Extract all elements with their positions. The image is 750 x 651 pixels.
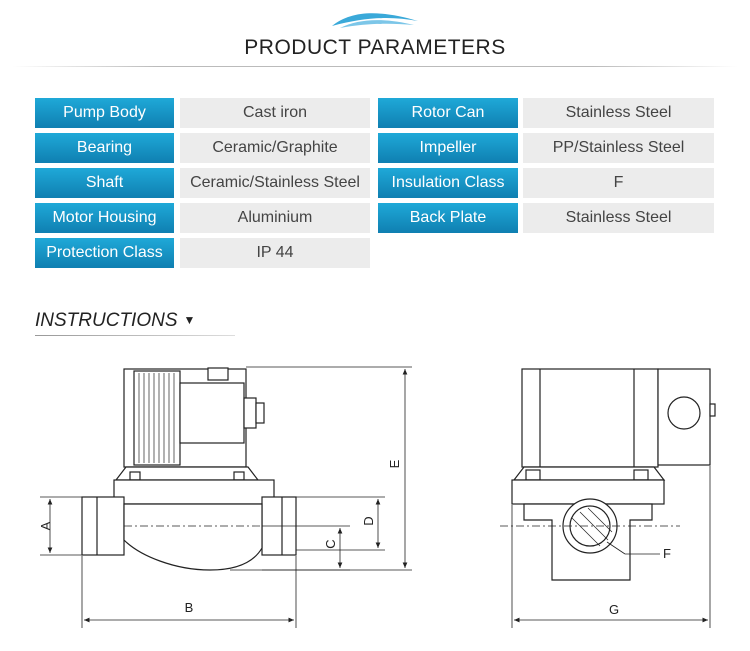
page-title: PRODUCT PARAMETERS (244, 36, 506, 59)
dimension-lines (40, 366, 412, 628)
param-value: F (523, 168, 714, 198)
pump-side-view (81, 367, 297, 571)
param-label: Bearing (35, 133, 174, 163)
dimension-f-label: F (663, 546, 671, 561)
pump-front-view (500, 368, 716, 581)
dimension-lines-front (511, 466, 711, 628)
dimension-g-label: G (609, 602, 619, 617)
param-value: Stainless Steel (523, 203, 714, 233)
dimension-a-label: A (38, 521, 53, 530)
dimension-d-label: D (361, 516, 376, 525)
param-label: Rotor Can (378, 98, 518, 128)
param-value: Cast iron (180, 98, 370, 128)
instructions-divider (35, 335, 235, 336)
instructions-heading-text: INSTRUCTIONS (35, 310, 178, 331)
param-value: Stainless Steel (523, 98, 714, 128)
triangle-down-icon: ▼ (183, 313, 196, 327)
dimension-e-label: E (387, 459, 402, 468)
param-label: Back Plate (378, 203, 518, 233)
param-value: IP 44 (180, 238, 370, 268)
instructions-heading: INSTRUCTIONS ▼ (35, 310, 195, 332)
param-value: PP/Stainless Steel (523, 133, 714, 163)
param-label: Pump Body (35, 98, 174, 128)
param-label: Shaft (35, 168, 174, 198)
title-divider (12, 66, 738, 67)
param-value: Aluminium (180, 203, 370, 233)
param-label: Impeller (378, 133, 518, 163)
wave-logo-icon (332, 13, 418, 28)
param-label: Insulation Class (378, 168, 518, 198)
param-value: Ceramic/Stainless Steel (180, 168, 370, 198)
param-value: Ceramic/Graphite (180, 133, 370, 163)
dimension-b-label: B (185, 600, 194, 615)
dimension-c-label: C (323, 539, 338, 548)
param-label: Protection Class (35, 238, 174, 268)
param-label: Motor Housing (35, 203, 174, 233)
